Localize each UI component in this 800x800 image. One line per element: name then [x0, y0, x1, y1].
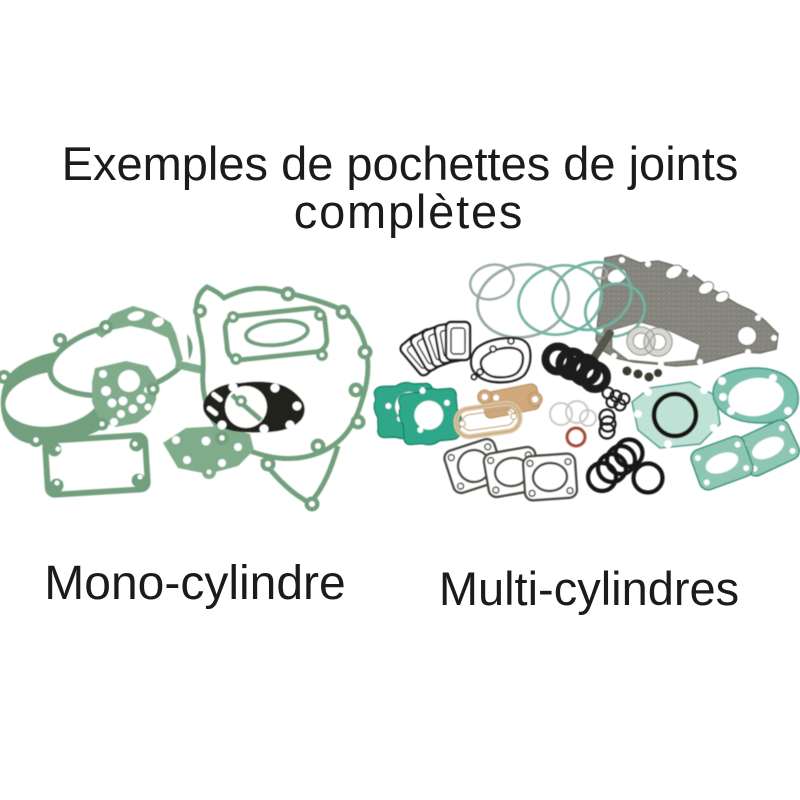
svg-text:Multi-cylindres: Multi-cylindres: [439, 562, 739, 615]
svg-text:complètes: complètes: [294, 185, 524, 238]
svg-text:Exemples de pochettes de joint: Exemples de pochettes de joints: [62, 137, 739, 190]
svg-text:Mono-cylindre: Mono-cylindre: [44, 557, 345, 610]
